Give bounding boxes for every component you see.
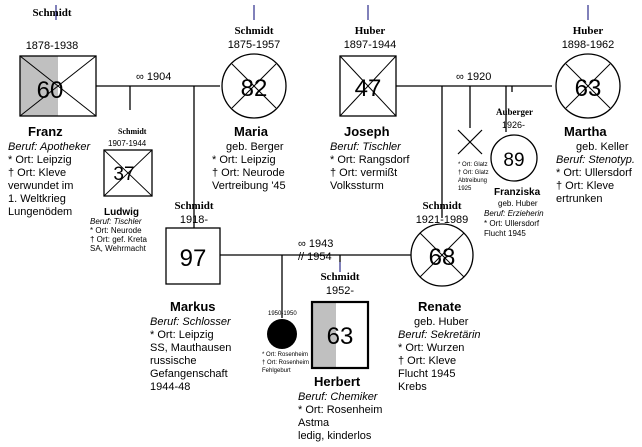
herbert-shade <box>312 302 336 368</box>
renate-age: 68 <box>429 244 456 271</box>
stillbirth-years: 1950-1950 <box>268 311 297 317</box>
franziska-years: 1926- <box>502 120 525 130</box>
herbert-years: 1952- <box>326 285 354 297</box>
ludwig-symbol <box>103 149 153 197</box>
franz-age: 60 <box>37 77 64 104</box>
ludwig-details: Beruf: Tischler * Ort: Neurode † Ort: ge… <box>90 217 149 253</box>
joseph-martha-marriage-label: ∞ 1920 <box>456 71 491 83</box>
herbert-age: 63 <box>327 323 354 350</box>
martha-years: 1898-1962 <box>562 39 615 51</box>
markus-details: Beruf: Schlosser * Ort: Leipzig SS, Maut… <box>150 316 234 393</box>
franz-surname: Schmidt <box>32 7 71 19</box>
maria-details: geb. Berger * Ort: Leipzig † Ort: Neurod… <box>212 141 288 192</box>
ludwig-name: Ludwig <box>104 207 139 218</box>
herbert-surname: Schmidt <box>320 271 359 283</box>
renate-symbol <box>410 223 474 287</box>
stillbirth-details: * Ort: Rosenheim † Ort: Rosenheim Fehlge… <box>262 352 311 374</box>
renate-years: 1921-1989 <box>416 214 469 226</box>
markus-renate-divorce-label: // 1954 <box>298 251 332 263</box>
herbert-details: Beruf: Chemiker * Ort: Rosenheim Astma l… <box>298 391 385 442</box>
maria-name: Maria <box>234 124 269 139</box>
franziska-details: geb. Huber Beruf: Erzieherin * Ort: Ulle… <box>484 199 546 238</box>
joseph-name: Joseph <box>344 124 390 139</box>
ancestor-lines <box>55 5 589 272</box>
ludwig-surname: Schmidt <box>118 127 147 136</box>
markus-surname: Schmidt <box>174 200 213 212</box>
markus-symbol <box>165 227 221 285</box>
abortion-details: * Ort: Glatz † Ort: Glatz Abtreibung 192… <box>458 162 490 192</box>
markus-age: 97 <box>180 245 207 272</box>
franz-name: Franz <box>28 124 63 139</box>
herbert-symbol <box>310 300 370 370</box>
martha-details: geb. Keller Beruf: Stenotyp. * Ort: Ulle… <box>556 141 638 205</box>
maria-age: 82 <box>241 75 268 102</box>
ludwig-age: 37 <box>113 164 134 185</box>
joseph-details: Beruf: Tischler * Ort: Rangsdorf † Ort: … <box>330 141 413 192</box>
renate-details: geb. Huber Beruf: Sekretärin * Ort: Wurz… <box>398 316 484 393</box>
franz-details: Beruf: Apotheker * Ort: Leipzig † Ort: K… <box>8 141 93 218</box>
markus-name: Markus <box>170 299 216 314</box>
martha-age: 63 <box>575 75 602 102</box>
ludwig-years: 1907-1944 <box>108 139 147 148</box>
joseph-age: 47 <box>355 75 382 102</box>
franz-half <box>58 56 96 116</box>
markus-years: 1918- <box>180 214 208 226</box>
franziska-name: Franziska <box>494 187 541 198</box>
joseph-years: 1897-1944 <box>344 39 397 51</box>
franziska-surname: Auberger <box>496 107 533 117</box>
martha-surname: Huber <box>573 25 604 37</box>
herbert-name: Herbert <box>314 374 361 389</box>
joseph-symbol <box>339 55 397 117</box>
markus-renate-marriage-label: ∞ 1943 <box>298 238 333 250</box>
renate-surname: Schmidt <box>422 200 461 212</box>
franz-years: 1878-1938 <box>26 40 79 52</box>
stillbirth-symbol <box>267 319 297 349</box>
maria-symbol <box>221 53 287 119</box>
martha-symbol <box>555 53 621 119</box>
franziska-age: 89 <box>503 150 524 171</box>
abortion-symbol <box>457 129 483 155</box>
franz-symbol <box>19 55 97 117</box>
joseph-surname: Huber <box>355 25 386 37</box>
renate-name: Renate <box>418 299 461 314</box>
family-lines <box>96 85 552 318</box>
maria-years: 1875-1957 <box>228 39 281 51</box>
martha-name: Martha <box>564 124 607 139</box>
franziska-symbol <box>490 134 538 182</box>
franz-maria-marriage-label: ∞ 1904 <box>136 71 171 83</box>
maria-surname: Schmidt <box>234 25 273 37</box>
